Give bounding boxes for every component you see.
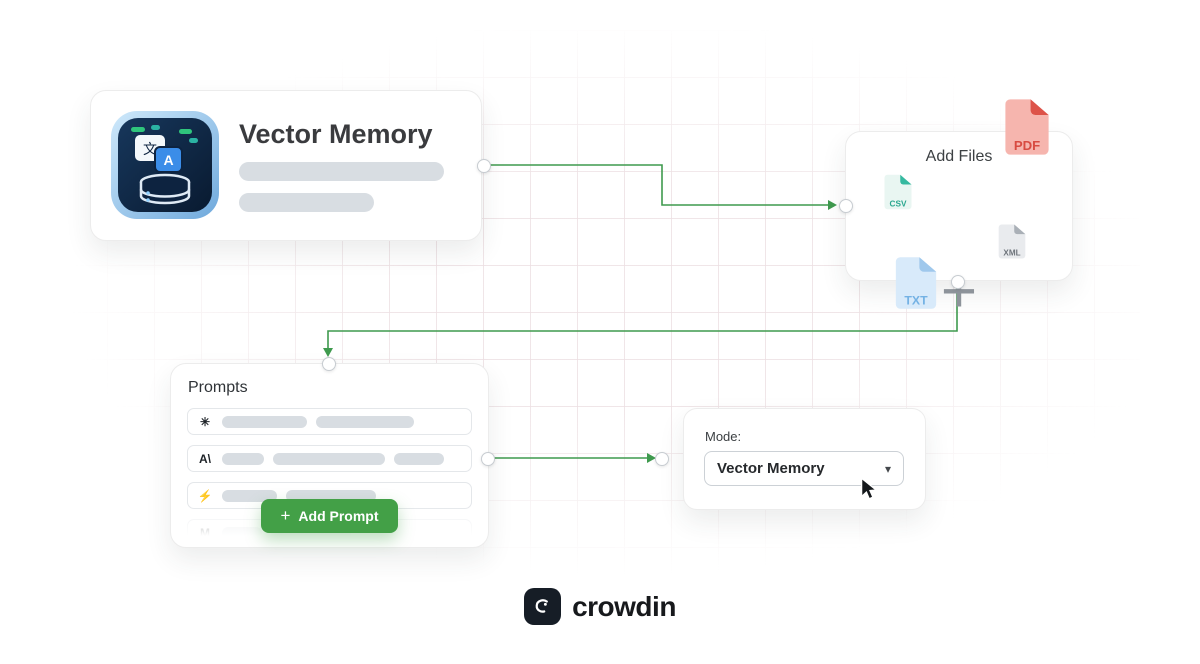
wire-addfiles-to-prompts <box>327 287 958 348</box>
pdf-file-icon: PDF <box>1003 96 1051 158</box>
add-prompt-label: Add Prompt <box>298 508 379 524</box>
add-prompt-button[interactable]: + Add Prompt <box>261 499 398 533</box>
mode-card: Mode: Vector Memory ▾ <box>683 408 926 510</box>
arrowhead-addfiles <box>828 200 837 210</box>
placeholder-bar <box>239 193 374 212</box>
placeholder-bar <box>316 415 414 428</box>
placeholder-bar <box>222 452 264 465</box>
svg-text:XML: XML <box>1003 249 1020 258</box>
svg-text:PDF: PDF <box>1014 138 1040 153</box>
txt-file-icon: TXT <box>893 255 939 311</box>
arrowhead-mode <box>647 453 656 463</box>
svg-text:TXT: TXT <box>904 293 928 307</box>
vector-memory-card: 文 A Vector Memory <box>90 90 482 241</box>
prompt-row: ✳ <box>187 408 472 435</box>
port-add-files-in <box>839 199 853 213</box>
add-files-title: Add Files <box>925 148 993 165</box>
prompts-title: Prompts <box>188 379 248 396</box>
prompts-card: Prompts ✳ A\ ⚡ M <box>170 363 489 548</box>
svg-text:文: 文 <box>143 141 157 157</box>
placeholder-bar <box>222 415 307 428</box>
openai-icon: ✳ <box>199 414 211 429</box>
mode-dropdown-value: Vector Memory <box>717 460 825 477</box>
vector-memory-icon: 文 A <box>111 111 219 219</box>
mode-dropdown[interactable]: Vector Memory ▾ <box>704 451 904 486</box>
prompt-row: A\ <box>187 445 472 472</box>
placeholder-bar <box>222 489 277 502</box>
placeholder-bar <box>239 162 444 181</box>
crowdin-wordmark: crowdin <box>572 590 676 622</box>
crowdin-logo: crowdin <box>0 588 1200 625</box>
crowdin-mark-icon <box>524 588 562 625</box>
wire-vm-to-addfiles <box>489 164 828 206</box>
port-vector-memory-out <box>477 159 491 173</box>
mouse-cursor <box>858 476 882 501</box>
anthropic-icon: A\ <box>199 451 211 466</box>
placeholder-bar <box>394 452 444 465</box>
add-files-card: Add Files + <box>845 131 1073 323</box>
xml-file-icon: XML <box>997 223 1027 260</box>
placeholder-bar <box>286 489 376 502</box>
port-mode-in <box>655 452 669 466</box>
vector-memory-title: Vector Memory <box>239 119 433 149</box>
port-prompts-out <box>481 452 495 466</box>
mode-label: Mode: <box>705 429 742 444</box>
arrowhead-prompts <box>323 348 333 357</box>
svg-text:CSV: CSV <box>890 199 907 208</box>
port-add-files-out <box>951 275 965 289</box>
port-prompts-in <box>322 357 336 371</box>
spark-icon: ⚡ <box>197 488 213 503</box>
svg-text:A: A <box>163 152 173 168</box>
csv-file-icon: CSV <box>883 173 913 211</box>
chevron-down-icon: ▾ <box>884 461 891 476</box>
placeholder-bar <box>273 452 385 465</box>
